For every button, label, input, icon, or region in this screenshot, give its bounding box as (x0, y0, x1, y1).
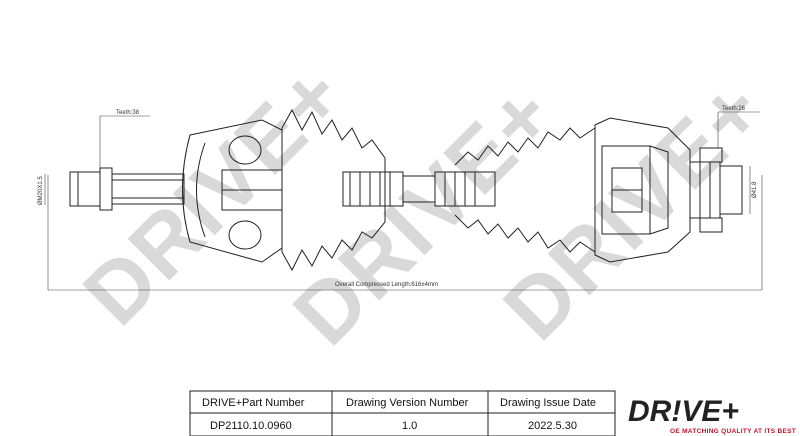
watermark-group: DRIVE+ DRIVE+ DRIVE+ (66, 46, 784, 364)
left-diameter-label: ØM20X1.5 (38, 176, 44, 205)
right-inner-joint (594, 117, 691, 263)
header-version: Drawing Version Number (346, 397, 469, 409)
teeth-right-label: Teeth:26 (722, 106, 746, 112)
right-diameter-label: Ø41.8 (752, 181, 758, 198)
dimension-lines (44, 111, 763, 291)
shaft (69, 108, 743, 272)
value-part-number: DP2110.10.0960 (210, 420, 292, 432)
logo-tagline: OE MATCHING QUALITY AT ITS BEST (670, 428, 796, 435)
header-part-number: DRIVE+Part Number (202, 397, 305, 409)
drive-logo: DR!VE+ OE MATCHING QUALITY AT ITS BEST (620, 391, 800, 436)
overall-length-label: Overall Compressed Length:616±4mm (335, 282, 438, 288)
header-issue-date: Drawing Issue Date (500, 397, 596, 409)
left-spline (99, 167, 113, 211)
title-block (189, 390, 616, 436)
value-issue-date: 2022.5.30 (528, 420, 577, 432)
teeth-left-label: Teeth:38 (116, 110, 140, 116)
left-boot (281, 108, 386, 272)
left-thread-stub (69, 171, 101, 207)
logo-text: DR!VE+ (628, 395, 739, 428)
value-version: 1.0 (402, 420, 417, 432)
